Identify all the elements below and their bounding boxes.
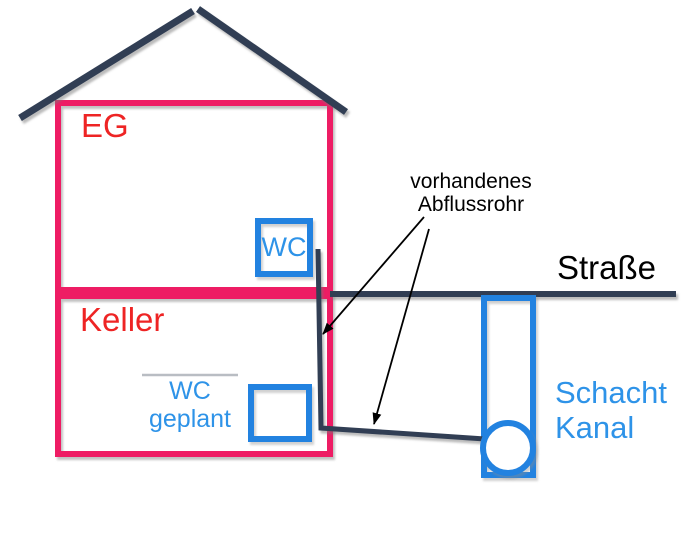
- canal-circle: [480, 420, 536, 476]
- wc-planned-label-line2: geplant: [148, 405, 232, 433]
- basement-box: [55, 293, 333, 457]
- shaft-canal-label: Schacht Kanal: [555, 375, 667, 445]
- roof-left-line: [18, 8, 195, 121]
- existing-drain-annotation: vorhandenes Abflussrohr: [391, 170, 551, 216]
- wc-upper-label: WC: [261, 232, 307, 262]
- shaft-canal-label-line1: Schacht: [555, 375, 668, 410]
- wc-upper-box: [255, 218, 313, 277]
- ground-floor-label: EG: [81, 107, 129, 144]
- existing-drain-annotation-line1: vorhandenes: [410, 170, 532, 193]
- ground-floor-box: [55, 100, 333, 293]
- shaft-canal-label-line2: Kanal: [555, 410, 635, 445]
- street-label: Straße: [557, 249, 657, 286]
- drain-pipe-line: [315, 248, 486, 442]
- wc-planned-box: [248, 384, 312, 442]
- roof-right-line: [196, 6, 348, 115]
- wc-planned-label-line1: WC: [169, 377, 211, 405]
- wc-planned-label: WC geplant: [140, 377, 240, 433]
- basement-label: Keller: [80, 301, 165, 338]
- existing-drain-annotation-line2: Abflussrohr: [417, 193, 525, 216]
- arrow-to-horizontal-pipe: [372, 228, 430, 425]
- arrow-to-vertical-pipe: [322, 216, 425, 335]
